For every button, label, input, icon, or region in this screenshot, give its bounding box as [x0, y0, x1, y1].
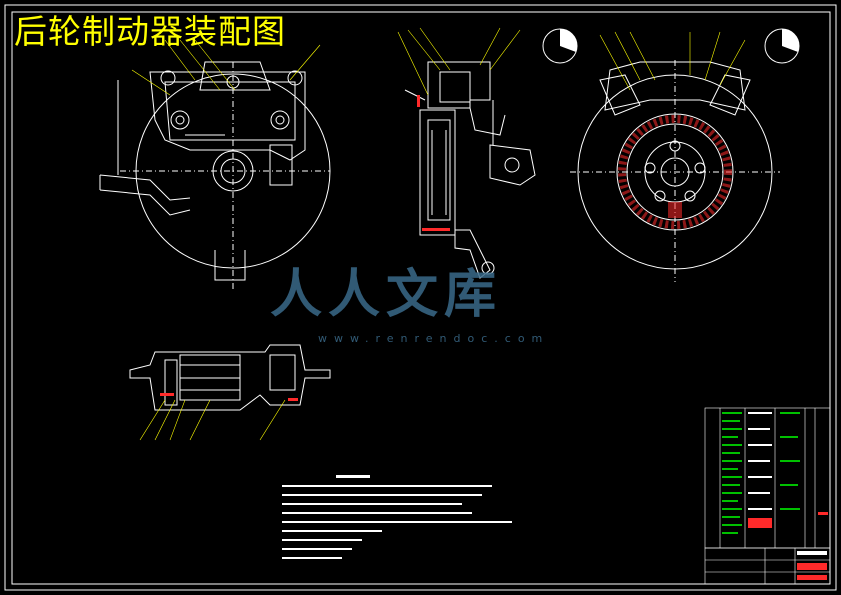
right-disc-view — [570, 60, 780, 282]
title-block-fills — [797, 551, 827, 580]
parts-list-white-text — [748, 412, 772, 526]
right-leaders — [599, 31, 746, 91]
drawing-title: 后轮制动器装配图 — [14, 12, 286, 51]
watermark-url: www.renrendoc.com — [318, 332, 550, 345]
parts-list-rows — [722, 412, 800, 534]
left-caliper-view — [99, 61, 331, 290]
left-leaders — [131, 39, 321, 96]
parts-list-red-marks — [748, 512, 828, 528]
middle-red-marks — [417, 95, 450, 231]
right-disc-hatch — [618, 115, 732, 229]
technical-notes — [282, 475, 512, 559]
surface-finish-symbols — [542, 28, 800, 64]
middle-section-view — [404, 61, 536, 279]
inner-border — [11, 11, 831, 585]
bottom-leaders — [139, 399, 286, 441]
bottom-red-marks — [160, 393, 298, 401]
outer-border — [4, 4, 837, 591]
watermark-logo-text: 人人文库 — [270, 265, 503, 325]
middle-leaders — [397, 27, 521, 96]
title-block — [704, 547, 831, 585]
bottom-section-view — [129, 344, 331, 411]
